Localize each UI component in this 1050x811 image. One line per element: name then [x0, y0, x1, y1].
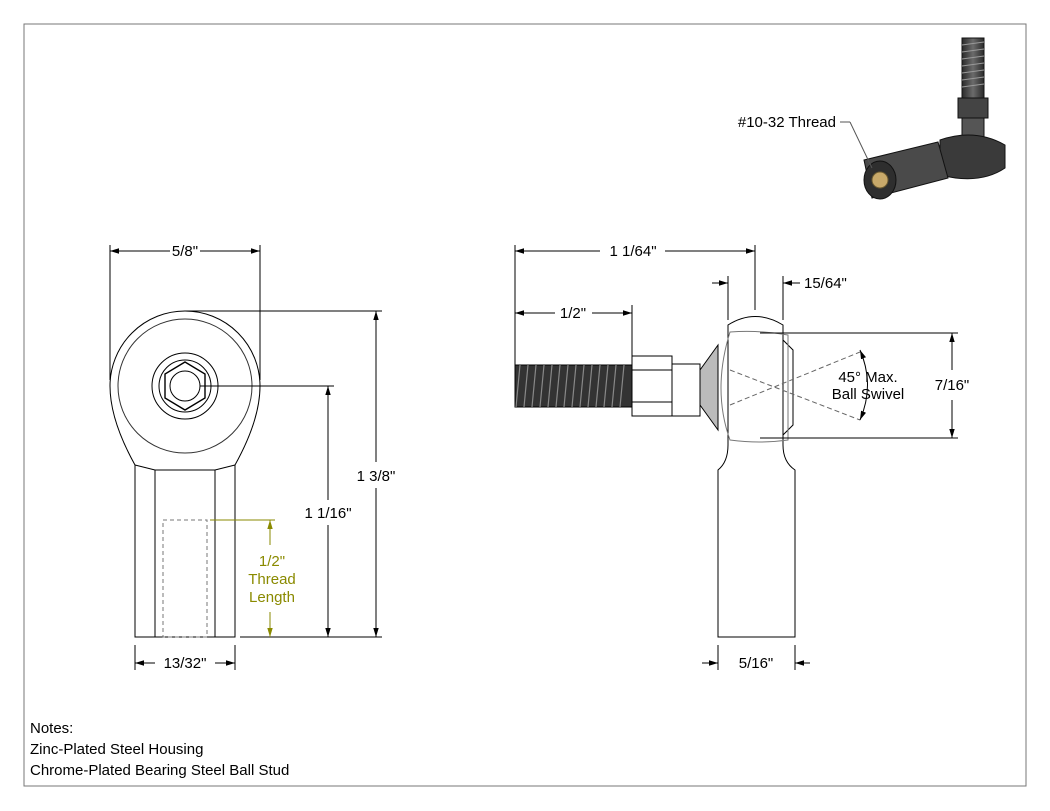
note-line-2: Chrome-Plated Bearing Steel Ball Stud: [30, 762, 290, 779]
dim-side-shank-thickness: 5/16": [739, 655, 774, 672]
dim-side-ball-height: 7/16": [935, 377, 970, 394]
notes-block: Notes: Zinc-Plated Steel Housing Chrome-…: [30, 718, 289, 781]
side-view: [514, 316, 861, 638]
dim-front-center-height: 1 1/16": [304, 505, 351, 522]
thread-length-dimension: [210, 519, 275, 637]
dim-side-overall-length: 1 1/64": [609, 243, 656, 260]
side-dimensions: [514, 245, 958, 670]
note-line-1: Zinc-Plated Steel Housing: [30, 741, 204, 758]
dim-front-width: 5/8": [172, 243, 198, 260]
notes-title: Notes:: [30, 720, 74, 737]
dim-thread-length-1: 1/2": [259, 553, 285, 570]
dim-side-stud-length: 1/2": [560, 305, 586, 322]
dim-front-shank-width: 13/32": [164, 655, 207, 672]
dim-front-total-height: 1 3/8": [357, 468, 396, 485]
front-view: [109, 310, 261, 638]
dim-side-ball-offset: 15/64": [804, 275, 847, 292]
front-dimensions: [109, 245, 382, 670]
dim-thread-length-2: Thread: [248, 571, 296, 588]
dim-thread-length-3: Length: [249, 589, 295, 606]
dim-side-swivel-2: Ball Swivel: [832, 386, 905, 403]
dim-side-swivel-1: 45° Max.: [838, 369, 897, 386]
isometric-view: [863, 37, 1006, 200]
thread-callout-label: #10-32 Thread: [738, 114, 836, 131]
